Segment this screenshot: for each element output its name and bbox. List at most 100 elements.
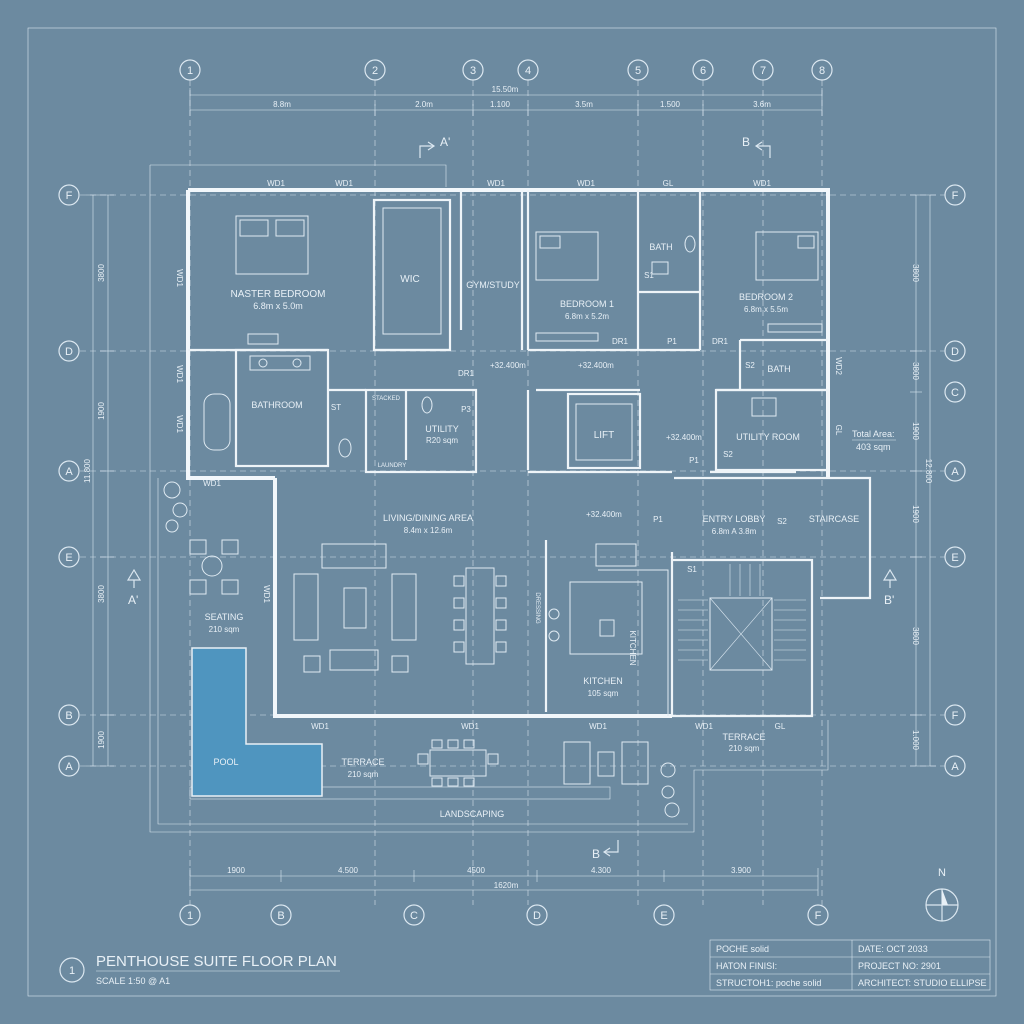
- title-block-cell: DATE: OCT 2033: [858, 944, 928, 954]
- room-size-bedroom2: 6.8m x 5.5m: [744, 305, 788, 314]
- furniture: [163, 215, 823, 818]
- grid-label-top: 7: [760, 65, 766, 77]
- title-block-table: POCHE solid DATE: OCT 2033 HATON FINISI:…: [709, 939, 991, 991]
- stacked-tag: STACKED: [372, 396, 401, 402]
- room-size-kitchen: 105 sqm: [588, 689, 619, 698]
- room-size-seating: 210 sqm: [209, 625, 240, 634]
- plan-scale: SCALE 1:50 @ A1: [96, 976, 170, 986]
- grid-label-top: 1: [187, 65, 193, 77]
- grid-bubbles-bottom: 1 B C D E F: [179, 904, 829, 926]
- interior-walls: [188, 190, 830, 716]
- window-tag: WD1: [753, 179, 771, 188]
- grid-label-bottom: C: [410, 910, 418, 922]
- dimension-text: 3800: [911, 362, 920, 380]
- room-name-bath: BATH: [649, 242, 672, 252]
- dimension-top: 15.50m 8.8m 2.0m 1.100 3.5m 1.500 3.6m: [189, 85, 823, 116]
- level-marks: +32.400m +32.400m +32.400m +32.400m: [490, 361, 702, 519]
- room-name-seating: SEATING: [205, 612, 244, 622]
- window-tag: WD1: [487, 179, 505, 188]
- grid-label-left: A: [65, 466, 73, 478]
- north-arrow-icon: N: [925, 867, 959, 922]
- grid-label-top: 4: [525, 65, 531, 77]
- dimension-text: 1900: [911, 422, 920, 440]
- grid-label-right: C: [951, 387, 959, 399]
- grid-label-bottom: 1: [187, 910, 193, 922]
- shower-tag: ST: [331, 403, 341, 412]
- room-size-living: 8.4m x 12.6m: [404, 526, 453, 535]
- title-block-cell: STRUCTOH1: poche solid: [716, 978, 821, 988]
- room-name-living: LIVING/DINING AREA: [383, 513, 473, 523]
- level-mark: +32.400m: [490, 361, 526, 370]
- section-label: B': [884, 593, 894, 607]
- grid-label-left: E: [65, 552, 72, 564]
- section-label: A': [128, 593, 138, 607]
- door-tag: S2: [745, 361, 755, 370]
- door-tag: S1: [644, 271, 654, 280]
- door-tag: P1: [667, 337, 677, 346]
- grid-label-top: 3: [470, 65, 476, 77]
- room-labels: NASTER BEDROOM 6.8m x 5.0m WIC GYM/STUDY…: [205, 242, 860, 819]
- total-area-value: 403 sqm: [856, 442, 891, 452]
- room-name-gym: GYM/STUDY: [466, 280, 520, 290]
- grid-label-top: 2: [372, 65, 378, 77]
- north-label: N: [938, 867, 946, 879]
- room-name-pool: POOL: [213, 757, 238, 767]
- dimension-total-bottom: 1620m: [494, 881, 519, 890]
- room-name-master-bedroom: NASTER BEDROOM: [230, 289, 325, 300]
- window-tag: WD1: [203, 479, 221, 488]
- room-size-terrace: 210 sqm: [729, 744, 760, 753]
- site-boundary: [149, 164, 829, 833]
- window-tag: WD1: [577, 179, 595, 188]
- grid-label-top: 5: [635, 65, 641, 77]
- dimension-text: 1.500: [660, 100, 681, 109]
- dimension-text: 1900: [911, 505, 920, 523]
- title-block-cell: PROJECT NO: 2901: [858, 961, 941, 971]
- room-name-utility-room: UTILITY ROOM: [736, 432, 800, 442]
- dimension-text: 3.900: [731, 866, 752, 875]
- grid-label-left: F: [66, 190, 73, 202]
- grid-label-left: A: [65, 761, 73, 773]
- room-name-terrace: TERRACE: [722, 732, 765, 742]
- pool-shape: [191, 647, 323, 797]
- grid-label-bottom: B: [277, 910, 284, 922]
- room-name-staircase: STAIRCASE: [809, 514, 859, 524]
- window-tag: WD1: [589, 722, 607, 731]
- dimension-text: 11.800: [83, 459, 92, 483]
- dimension-text: 12.800: [924, 459, 933, 484]
- window-tag: WD1: [461, 722, 479, 731]
- grid-label-bottom: D: [533, 910, 541, 922]
- section-label: B: [742, 135, 750, 149]
- room-name-wic: WIC: [400, 274, 419, 285]
- room-size-bedroom1: 6.8m x 5.2m: [565, 312, 609, 321]
- dimension-text: 4500: [467, 866, 485, 875]
- door-tag: P1: [653, 515, 663, 524]
- dimension-text: 3800: [97, 264, 106, 282]
- room-name-lift: LIFT: [594, 430, 615, 441]
- dimension-text: 1900: [227, 866, 245, 875]
- window-tag: WD1: [175, 269, 184, 287]
- grid-label-right: F: [952, 710, 959, 722]
- window-tag: WD1: [311, 722, 329, 731]
- door-tag: DR1: [712, 337, 729, 346]
- dimension-right: 3800 3800 1900 12.800 1900 3800 1.000: [910, 194, 936, 767]
- glazing-tag: GL: [775, 722, 786, 731]
- door-tag: P1: [689, 456, 699, 465]
- dimension-text: 4.300: [591, 866, 612, 875]
- level-mark: +32.400m: [666, 433, 702, 442]
- sheet-number: 1: [69, 965, 75, 977]
- window-tag: WD1: [262, 585, 271, 603]
- room-size-entry-lobby: 6.8m A 3.8m: [712, 527, 757, 536]
- grid-label-right: A: [951, 466, 959, 478]
- laundry-tag: LAUNDRY: [378, 463, 407, 469]
- grid-bubbles-left: F D A E B A: [58, 184, 80, 777]
- window-tag: WD1: [175, 365, 184, 383]
- dimension-text: 3.5m: [575, 100, 593, 109]
- window-tag: WD1: [267, 179, 285, 188]
- room-size-terrace: 210 sqm: [348, 770, 379, 779]
- level-mark: +32.400m: [578, 361, 614, 370]
- grid-label-bottom: E: [660, 910, 667, 922]
- room-name-landscaping: LANDSCAPING: [440, 809, 505, 819]
- room-name-entry-lobby: ENTRY LOBBY: [703, 514, 766, 524]
- room-name-kitchen: KITCHEN: [583, 676, 623, 686]
